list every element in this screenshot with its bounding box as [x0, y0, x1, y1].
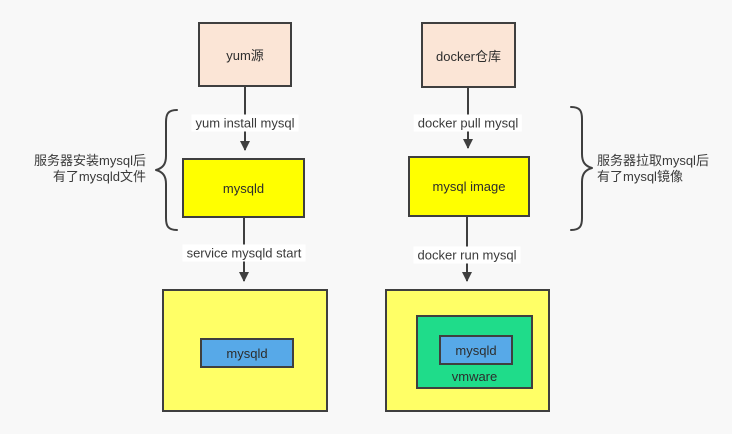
- mysqld-process-box: mysqld: [200, 338, 294, 368]
- docker-registry-node: docker仓库: [421, 22, 516, 88]
- edge-label-service-start: service mysqld start: [182, 244, 306, 262]
- yum-source-label: yum源: [226, 48, 264, 63]
- mysqld-process-label: mysqld: [226, 345, 268, 361]
- docker-registry-label: docker仓库: [435, 48, 502, 64]
- annotation-right-line1: 服务器拉取mysql后: [597, 153, 709, 168]
- annotation-right-line2: 有了mysql镜像: [597, 169, 683, 184]
- mysqld-container-process-label: mysqld: [455, 342, 497, 358]
- annotation-right: 服务器拉取mysql后 有了mysql镜像: [597, 153, 709, 185]
- edge-label-yum-install: yum install mysql: [191, 114, 299, 132]
- mysql-image-node: mysql image: [408, 156, 530, 217]
- yum-source-node: yum源: [198, 22, 292, 87]
- vmware-label: vmware: [451, 369, 498, 384]
- server-box-right: mysqld vmware: [385, 289, 550, 412]
- server-box-left: mysqld: [162, 289, 328, 412]
- left-brace: [155, 109, 178, 231]
- mysqld-artifact-node: mysqld: [182, 158, 305, 218]
- vmware-container-box: mysqld vmware: [416, 315, 533, 389]
- mysqld-container-process-box: mysqld: [439, 335, 513, 365]
- right-brace: [570, 106, 593, 231]
- edge-label-docker-pull: docker pull mysql: [413, 114, 523, 132]
- mysqld-artifact-label: mysqld: [222, 180, 265, 196]
- annotation-left: 服务器安装mysql后 有了mysqld文件: [28, 153, 146, 185]
- annotation-left-line2: 有了mysqld文件: [52, 169, 146, 184]
- edge-label-docker-run: docker run mysql: [413, 246, 521, 264]
- mysql-image-label: mysql image: [432, 179, 506, 194]
- annotation-left-line1: 服务器安装mysql后: [34, 153, 146, 168]
